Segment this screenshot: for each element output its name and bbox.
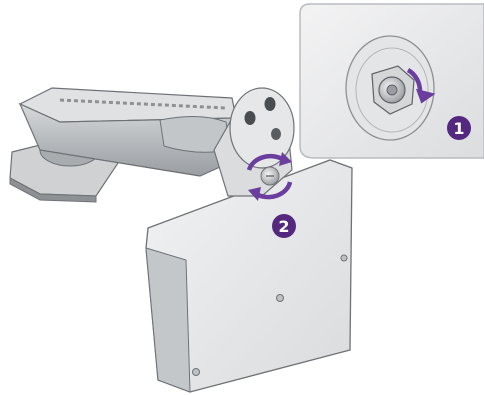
bracket-hole [265,97,276,111]
step-badge-2: 2 [272,214,296,238]
bracket-hole [271,128,281,140]
panel-screw-hole [341,255,347,261]
step-badge-2-label: 2 [278,217,289,236]
screw-2 [261,167,279,185]
panel-screw-hole [277,295,284,302]
monitor-panel-rim [146,248,190,392]
step-badge-1: 1 [447,116,471,140]
bracket-hole [245,111,256,125]
panel-screw-hole [193,369,200,376]
step-badge-1-label: 1 [453,119,464,138]
detail-inset: 1 [300,4,484,158]
